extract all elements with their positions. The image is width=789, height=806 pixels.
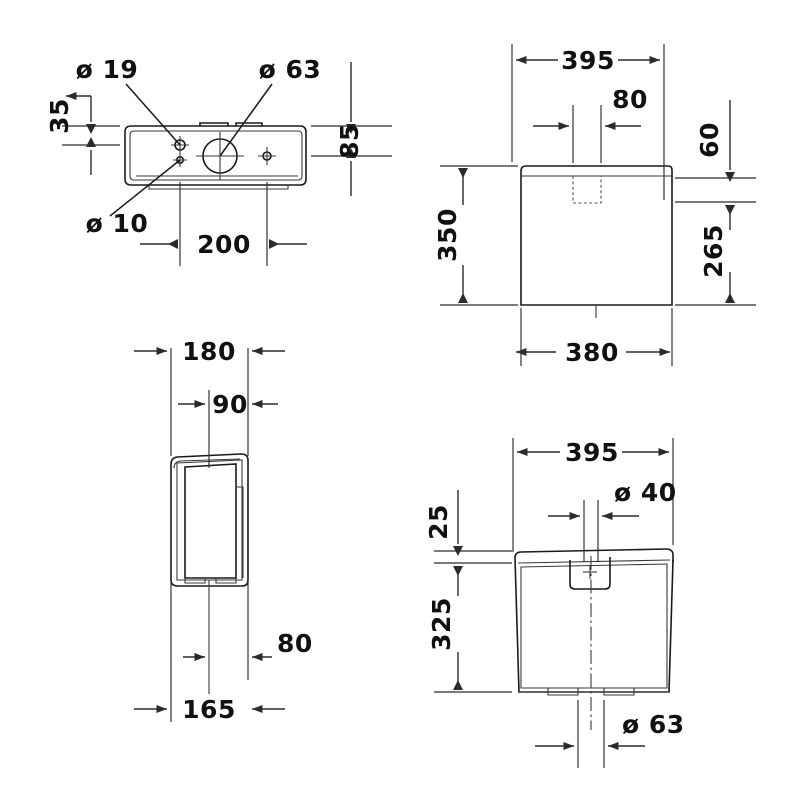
dim-25-label: 25 xyxy=(424,504,453,540)
dim-25: 25 xyxy=(424,490,512,564)
view-side-elevation: 395 80 350 60 xyxy=(433,44,756,367)
dim-dia63-front-label: ø 63 xyxy=(622,710,685,739)
dim-80-narrow-label: 80 xyxy=(277,629,313,658)
dim-90: 90 xyxy=(178,390,278,468)
front-tank-body xyxy=(514,548,674,696)
dim-395-side: 395 xyxy=(511,44,665,200)
callout-dia63-label: ø 63 xyxy=(259,55,322,84)
dim-85: 85 xyxy=(311,62,392,196)
dim-35: 35 xyxy=(45,92,120,175)
dim-60: 60 xyxy=(675,100,756,203)
dim-165: 165 xyxy=(134,582,285,724)
dim-dia40-label: ø 40 xyxy=(614,478,677,507)
view-front-elevation: 395 ø 40 25 325 xyxy=(424,438,685,768)
dim-dia63-front: ø 63 xyxy=(535,700,685,768)
dim-180-label: 180 xyxy=(182,337,236,366)
dim-35-label: 35 xyxy=(45,98,74,134)
plan-lid-body xyxy=(124,122,307,190)
leader-dia63 xyxy=(219,83,273,157)
dim-200-label: 200 xyxy=(197,230,251,259)
dim-dia40: ø 40 xyxy=(548,478,677,562)
dim-85-label: 85 xyxy=(335,123,364,159)
dim-265-label: 265 xyxy=(699,224,728,278)
dim-80-side-label: 80 xyxy=(612,85,648,114)
dim-350-label: 350 xyxy=(433,208,462,262)
leader-dia10 xyxy=(109,159,181,217)
dim-200: 200 xyxy=(140,182,307,266)
callout-dia10-label: ø 10 xyxy=(86,209,149,238)
plan-hole-right-small xyxy=(258,147,276,165)
dim-395-front: 395 xyxy=(512,438,674,552)
dim-395-side-label: 395 xyxy=(561,46,615,75)
view-top-plan: ø 19 ø 63 ø 10 35 85 xyxy=(45,55,392,266)
dim-90-label: 90 xyxy=(212,390,248,419)
leader-dia19 xyxy=(125,83,181,146)
dim-165-label: 165 xyxy=(182,695,236,724)
dim-265: 265 xyxy=(675,205,756,306)
dim-60-label: 60 xyxy=(695,122,724,158)
dim-380: 380 xyxy=(516,308,673,367)
dim-80-side: 80 xyxy=(533,85,648,163)
narrow-tank-body xyxy=(170,453,249,587)
side-tank-body xyxy=(520,165,673,306)
callout-dia19-label: ø 19 xyxy=(76,55,139,84)
dim-380-label: 380 xyxy=(565,338,619,367)
view-narrow-side: 180 90 80 165 xyxy=(134,337,313,724)
dim-325: 325 xyxy=(427,566,512,693)
dim-80-narrow: 80 xyxy=(183,582,313,680)
dim-325-label: 325 xyxy=(427,597,456,651)
dim-395-front-label: 395 xyxy=(565,438,619,467)
dim-180: 180 xyxy=(134,337,285,456)
dim-350: 350 xyxy=(433,165,518,306)
